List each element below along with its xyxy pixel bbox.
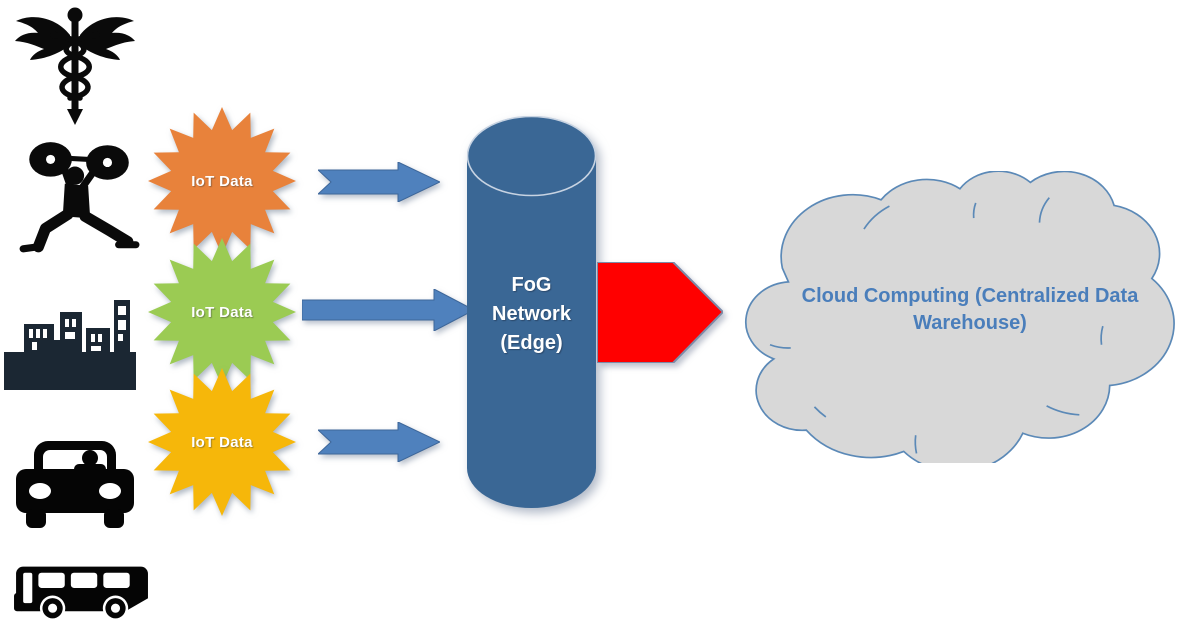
bus-icon — [12, 564, 150, 620]
fog-network-label: FoG Network (Edge) — [492, 274, 571, 354]
flow-arrow-1 — [318, 162, 440, 202]
star-shape — [148, 238, 296, 386]
flow-arrow-3 — [318, 422, 440, 462]
cloud-computing-label: Cloud Computing (Centralized Data Wareho… — [801, 285, 1139, 334]
cylinder-top — [467, 116, 596, 197]
iot-data-label-3: IoT Data — [191, 433, 253, 451]
city-skyline-icon — [4, 294, 136, 390]
fog-to-cloud-arrow — [597, 262, 723, 363]
cloud-shape: Cloud Computing (Centralized Data Wareho… — [741, 171, 1199, 463]
iot-data-burst-2: IoT Data — [148, 238, 296, 386]
cylinder-body — [467, 116, 596, 508]
caduceus-icon — [10, 4, 140, 128]
star-shape — [148, 107, 296, 255]
flow-arrow-2 — [302, 289, 474, 331]
weightlifter-icon — [14, 132, 142, 262]
car-icon — [16, 438, 134, 530]
star-shape — [148, 368, 296, 516]
iot-data-label-2: IoT Data — [191, 303, 253, 321]
iot-data-burst-3: IoT Data — [148, 368, 296, 516]
iot-data-burst-1: IoT Data — [148, 107, 296, 255]
cloud-outline — [746, 171, 1174, 463]
iot-data-label-1: IoT Data — [191, 172, 253, 190]
fog-network-cylinder: FoG Network (Edge) — [467, 116, 596, 508]
